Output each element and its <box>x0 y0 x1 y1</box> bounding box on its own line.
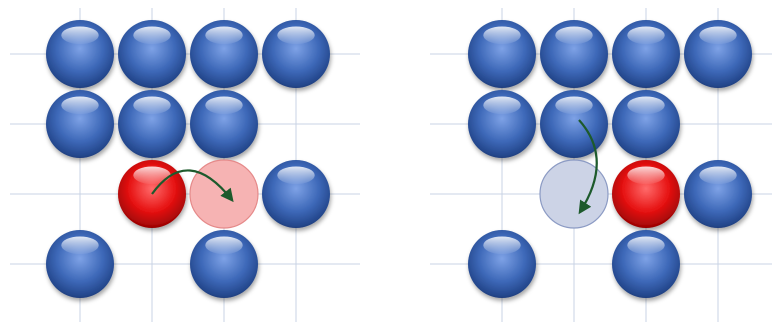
blue-ball <box>262 160 330 228</box>
ball-highlight <box>699 166 736 184</box>
ball-highlight <box>483 96 520 114</box>
blue-ball <box>468 230 536 298</box>
blue-ball <box>468 20 536 88</box>
right-panel <box>468 20 752 298</box>
ball-highlight <box>133 26 170 44</box>
ball-highlight <box>133 166 170 184</box>
blue-ball <box>262 20 330 88</box>
ball-highlight <box>61 236 98 254</box>
blue-ball <box>190 20 258 88</box>
ball-highlight <box>699 26 736 44</box>
ball-highlight <box>277 26 314 44</box>
ball-highlight <box>133 96 170 114</box>
ghost-red-ball-target <box>190 160 258 228</box>
ball-highlight <box>483 236 520 254</box>
ball-highlight <box>627 236 664 254</box>
ghost-blue-ball-target <box>540 160 608 228</box>
blue-ball <box>540 90 608 158</box>
blue-ball <box>612 230 680 298</box>
ball-highlight <box>555 96 592 114</box>
ball-highlight <box>627 26 664 44</box>
blue-ball <box>46 230 114 298</box>
blue-ball <box>46 90 114 158</box>
ball-highlight <box>205 26 242 44</box>
blue-ball <box>46 20 114 88</box>
blue-ball <box>190 90 258 158</box>
ball-highlight <box>277 166 314 184</box>
ball-highlight <box>205 96 242 114</box>
blue-ball <box>118 90 186 158</box>
ball-highlight <box>483 26 520 44</box>
ball-highlight <box>61 96 98 114</box>
ball-highlight <box>627 96 664 114</box>
ball-highlight <box>555 26 592 44</box>
blue-ball <box>684 20 752 88</box>
left-panel <box>46 20 330 298</box>
blue-ball <box>190 230 258 298</box>
ball-highlight <box>627 166 664 184</box>
blue-ball <box>612 20 680 88</box>
ball-highlight <box>205 236 242 254</box>
blue-ball <box>540 20 608 88</box>
blue-ball <box>468 90 536 158</box>
red-ball <box>612 160 680 228</box>
blue-ball <box>118 20 186 88</box>
blue-ball <box>612 90 680 158</box>
blue-ball <box>684 160 752 228</box>
ball-highlight <box>61 26 98 44</box>
